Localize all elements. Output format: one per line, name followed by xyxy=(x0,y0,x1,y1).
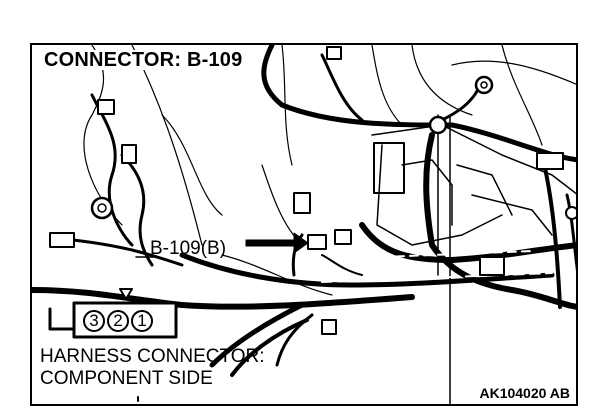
harness-wire xyxy=(179,252,555,288)
engine-block xyxy=(456,164,513,216)
ring-terminal xyxy=(480,81,488,89)
pin-number: 1 xyxy=(131,310,153,332)
harness-wire xyxy=(320,53,364,122)
connector-block xyxy=(121,144,137,164)
engine-block xyxy=(401,159,453,226)
connector-callout-label: B-109(B) xyxy=(150,238,227,259)
dashed-harness xyxy=(381,250,533,258)
diagram-frame: CONNECTOR: B-109 B-109(B) 3 2 1 HARNESS … xyxy=(30,43,578,406)
engine-block xyxy=(471,194,553,236)
connector-block xyxy=(536,152,564,170)
body-outline xyxy=(221,254,333,296)
engine-block xyxy=(371,124,576,195)
connector-block xyxy=(307,234,327,250)
engine-module xyxy=(373,142,405,194)
harness-wire xyxy=(120,153,154,267)
pin-number: 3 xyxy=(83,310,105,332)
harness-wire xyxy=(261,45,455,128)
body-outline xyxy=(411,45,473,116)
page-title: CONNECTOR: B-109 xyxy=(42,49,245,71)
harness-wire xyxy=(565,193,576,272)
connector-block xyxy=(326,46,342,60)
body-outline xyxy=(371,45,403,126)
connector-lock-tab xyxy=(48,307,76,331)
harness-wire xyxy=(32,287,415,310)
harness-wire xyxy=(321,254,363,276)
harness-wire xyxy=(359,222,576,263)
harness-wire xyxy=(440,83,482,122)
connector-block xyxy=(49,232,75,248)
ring-terminal xyxy=(474,75,494,95)
harness-wire xyxy=(275,313,314,367)
ring-terminal xyxy=(90,196,114,220)
connector-block xyxy=(97,99,115,115)
ring-terminal xyxy=(565,206,576,220)
harness-wire xyxy=(449,122,576,163)
body-outline xyxy=(501,45,543,146)
callout-arrow xyxy=(245,232,309,254)
harness-wire xyxy=(230,318,309,377)
connector-block xyxy=(334,229,352,245)
pin-number: 2 xyxy=(107,310,129,332)
harness-wire xyxy=(423,132,576,310)
engine-bay-illustration xyxy=(32,45,576,404)
connector-key xyxy=(119,288,133,300)
figure-code: AK104020 AB xyxy=(477,385,572,401)
harness-wire xyxy=(540,153,562,309)
harness-wire xyxy=(209,302,305,368)
caption-line: COMPONENT SIDE xyxy=(40,368,213,389)
connector-block xyxy=(293,192,311,214)
caption-line: HARNESS CONNECTOR: xyxy=(40,346,265,367)
dashed-harness xyxy=(321,272,553,283)
connector-block xyxy=(479,256,505,276)
ring-terminal xyxy=(428,115,448,135)
ring-terminal xyxy=(97,203,107,213)
engine-block xyxy=(376,144,503,246)
harness-wire xyxy=(90,93,134,247)
body-outline xyxy=(161,114,223,216)
connector-block xyxy=(321,319,337,335)
body-outline xyxy=(451,60,576,85)
